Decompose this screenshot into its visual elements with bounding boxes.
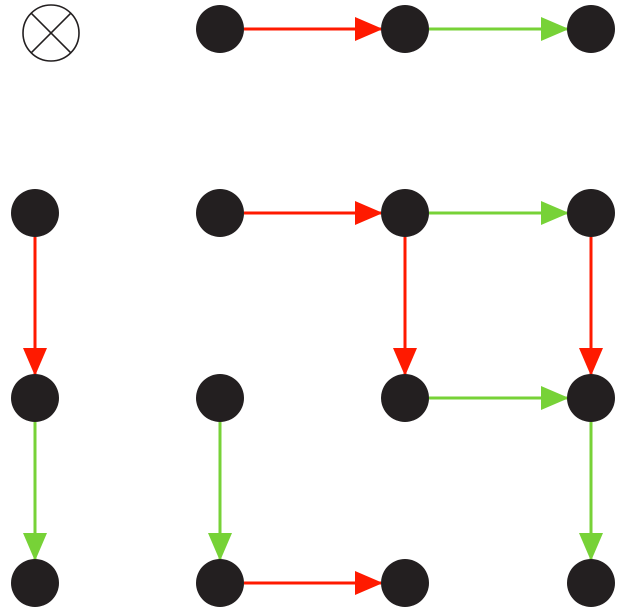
node-d4 xyxy=(567,559,615,607)
node-a1 xyxy=(196,5,244,53)
circled-times-icon xyxy=(22,4,80,62)
node-c1 xyxy=(11,374,59,422)
tensor-symbol xyxy=(22,4,80,62)
node-d3 xyxy=(381,559,429,607)
arrow-layer xyxy=(23,17,603,595)
node-layer xyxy=(11,5,615,607)
node-c3 xyxy=(381,374,429,422)
node-d1 xyxy=(11,559,59,607)
node-a3 xyxy=(567,5,615,53)
node-b1 xyxy=(11,189,59,237)
node-b4 xyxy=(567,189,615,237)
node-c4 xyxy=(567,374,615,422)
node-d2 xyxy=(196,559,244,607)
node-b3 xyxy=(381,189,429,237)
node-c2 xyxy=(196,374,244,422)
node-a2 xyxy=(381,5,429,53)
node-b2 xyxy=(196,189,244,237)
